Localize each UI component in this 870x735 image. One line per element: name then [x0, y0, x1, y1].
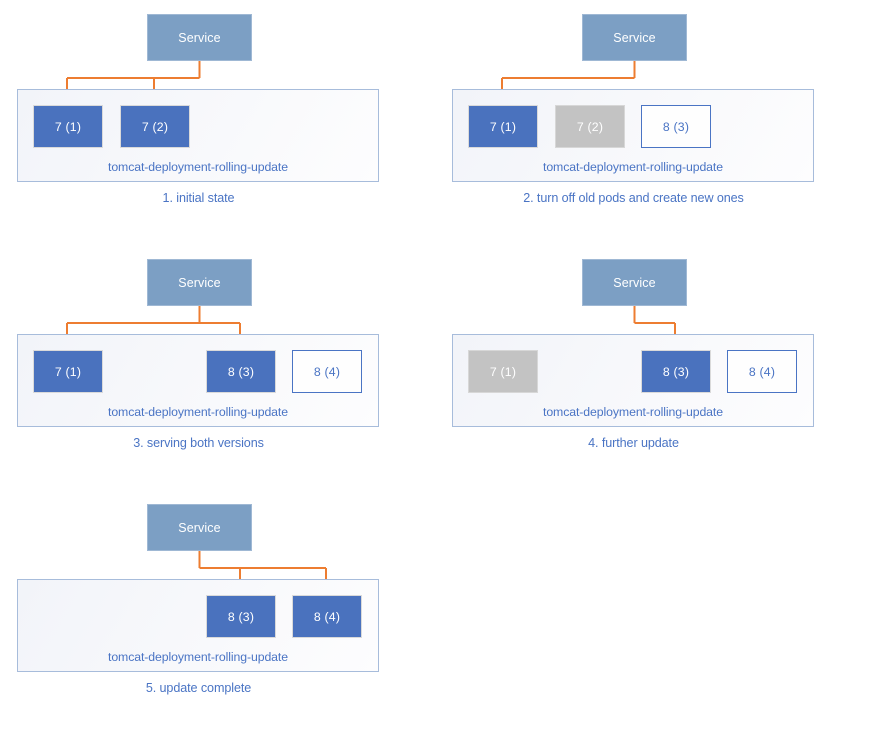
service-box: Service: [582, 14, 687, 61]
pod-active: 8 (4): [292, 595, 362, 638]
service-label: Service: [178, 520, 221, 535]
service-label: Service: [178, 275, 221, 290]
panel-caption: 4. further update: [588, 436, 679, 450]
deployment-box: 7 (1) 8 (3) 8 (4) tomcat-deployment-rolling…: [452, 334, 814, 427]
service-box: Service: [582, 259, 687, 306]
panel-caption: 1. initial state: [162, 191, 235, 205]
pod-active: 8 (3): [641, 350, 711, 393]
service-label: Service: [178, 30, 221, 45]
pod-label: 8 (3): [227, 609, 255, 624]
deployment-label: tomcat-deployment-rolling-update: [543, 160, 723, 174]
pod-label: 8 (3): [662, 119, 690, 134]
deployment-label: tomcat-deployment-rolling-update: [108, 650, 288, 664]
panel-3: Service 7 (1) 8 (3) 8 (4) tomcat-deployment-…: [0, 245, 435, 490]
panel-1: Service 7 (1) 7 (2) tomcat-deployment-rolli…: [0, 0, 435, 245]
pod-label: 8 (4): [748, 364, 776, 379]
pod-label: 8 (3): [662, 364, 690, 379]
panel-caption: 5. update complete: [145, 681, 252, 695]
pod-label: 8 (4): [313, 364, 341, 379]
pod-active: 7 (1): [33, 350, 103, 393]
pod-terminating: 7 (2): [555, 105, 625, 148]
pod-label: 8 (3): [227, 364, 255, 379]
pod-pending: 8 (4): [292, 350, 362, 393]
service-box: Service: [147, 504, 252, 551]
pod-active: 8 (3): [206, 595, 276, 638]
rolling-update-diagram: Service 7 (1) 7 (2) tomcat-deployment-rolli…: [0, 0, 870, 695]
pod-label: 7 (1): [54, 119, 82, 134]
deployment-label: tomcat-deployment-rolling-update: [543, 405, 723, 419]
pod-label: 7 (2): [141, 119, 169, 134]
pod-label: 7 (1): [489, 364, 517, 379]
pod-pending: 8 (3): [641, 105, 711, 148]
service-label: Service: [613, 30, 656, 45]
pod-active: 8 (3): [206, 350, 276, 393]
pod-active: 7 (1): [468, 105, 538, 148]
pod-label: 7 (1): [54, 364, 82, 379]
deployment-label: tomcat-deployment-rolling-update: [108, 405, 288, 419]
panel-caption: 2. turn off old pods and create new ones: [523, 191, 744, 205]
deployment-box: 7 (1) 7 (2) 8 (3) tomcat-deployment-rolling…: [452, 89, 814, 182]
deployment-box: 8 (3) 8 (4) tomcat-deployment-rolling-upda…: [17, 579, 379, 672]
service-box: Service: [147, 259, 252, 306]
panel-4: Service 7 (1) 8 (3) 8 (4) tomcat-deployment-…: [435, 245, 870, 490]
service-box: Service: [147, 14, 252, 61]
deployment-box: 7 (1) 8 (3) 8 (4) tomcat-deployment-rolling…: [17, 334, 379, 427]
pod-label: 7 (2): [576, 119, 604, 134]
pod-active: 7 (1): [33, 105, 103, 148]
pod-label: 8 (4): [313, 609, 341, 624]
panel-5: Service 8 (3) 8 (4) tomcat-deployment-rolli…: [0, 490, 435, 735]
service-label: Service: [613, 275, 656, 290]
pod-pending: 8 (4): [727, 350, 797, 393]
panel-caption: 3. serving both versions: [133, 436, 264, 450]
panel-2: Service 7 (1) 7 (2) 8 (3) tomcat-deployment-…: [435, 0, 870, 245]
pod-label: 7 (1): [489, 119, 517, 134]
pod-active: 7 (2): [120, 105, 190, 148]
deployment-label: tomcat-deployment-rolling-update: [108, 160, 288, 174]
deployment-box: 7 (1) 7 (2) tomcat-deployment-rolling-upda…: [17, 89, 379, 182]
pod-terminating: 7 (1): [468, 350, 538, 393]
